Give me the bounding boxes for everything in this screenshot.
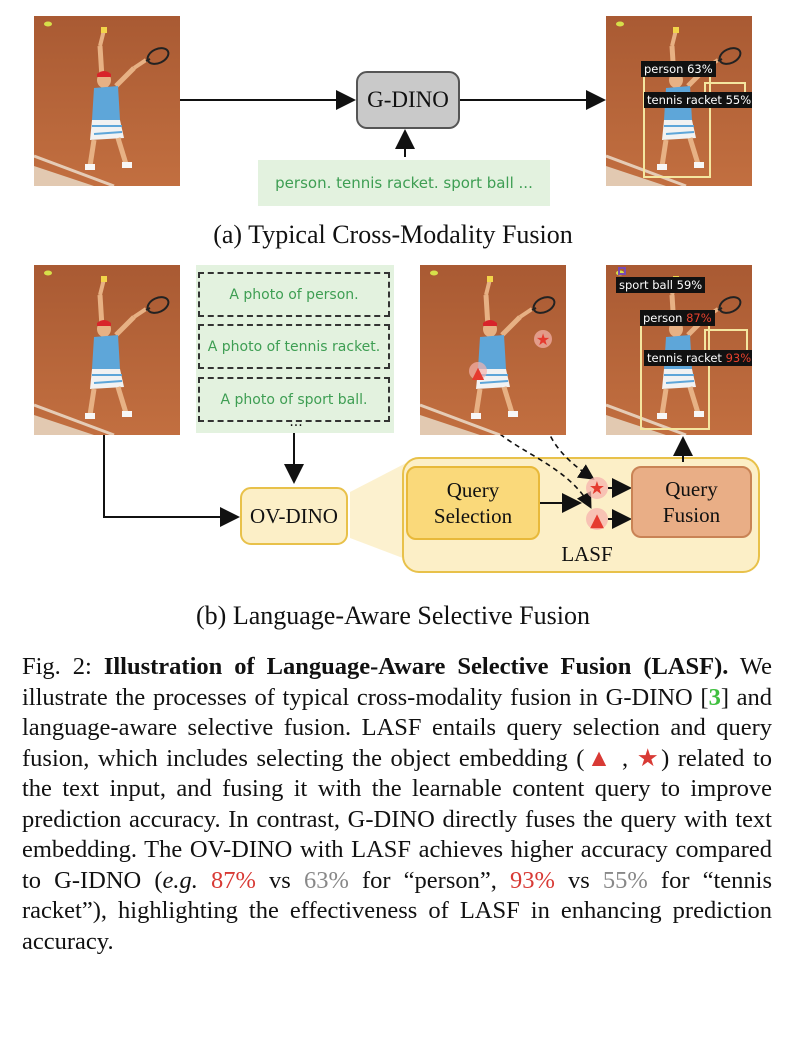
caption-prefix: Fig. 2: — [22, 653, 104, 680]
input-image-a — [34, 16, 180, 186]
query-selection-block: Query Selection — [406, 466, 540, 540]
caption-title: Illustration of Language-Aware Selective… — [103, 653, 729, 680]
prompt-sport-ball: A photo of sport ball. — [198, 377, 390, 422]
detection-label-person-b: person 87% — [640, 310, 715, 326]
caption-text-4: for “person”, — [348, 866, 510, 894]
lasf-zoom-shade — [350, 462, 408, 560]
value-87: 87% — [211, 866, 256, 894]
detection-box-ball-b — [618, 267, 626, 275]
subcaption-b: (b) Language-Aware Selective Fusion — [196, 601, 590, 630]
output-image-a: person 63% tennis racket 55% — [606, 16, 752, 186]
input-image-b — [34, 265, 180, 435]
caption-vs-2: vs — [554, 866, 603, 894]
detection-label-racket: tennis racket 55% — [644, 92, 752, 108]
arrow-image-to-ovdino — [103, 435, 240, 527]
detection-label-person: person 63% — [641, 61, 716, 77]
detection-label-sport-ball: sport ball 59% — [616, 277, 706, 293]
prompt-person: A photo of person. — [198, 272, 390, 317]
caption-vs-1: vs — [255, 866, 304, 894]
text-prompt-a: person. tennis racket. sport ball ... — [258, 160, 550, 206]
prompts-panel — [196, 265, 394, 433]
detection-box-person — [643, 64, 711, 178]
output-image-b: sport ball 59% person 87% tennis racket … — [606, 265, 752, 435]
caption-text-5: for “tennis racket”), highlighting the e… — [22, 866, 773, 955]
prompt-tennis-racket: A photo of tennis racket. — [198, 324, 390, 369]
caption-star-icon: ★ — [636, 744, 662, 772]
value-55: 55% — [602, 866, 648, 894]
value-63: 63% — [303, 866, 349, 894]
caption-text-2: ] and language-aware selective fusion. L… — [22, 683, 772, 772]
figure-caption: Fig. 2: Illustration of Language-Aware S… — [22, 652, 772, 957]
subcaption-a: (a) Typical Cross-Modality Fusion — [213, 220, 573, 249]
prompts-ellipsis: ... — [289, 414, 303, 430]
query-selection-image: ▲ ★ — [420, 265, 566, 435]
caption-text-1: We illustrate the processes of typical c… — [22, 653, 772, 711]
triangle-symbol: ▲ — [590, 510, 604, 531]
svg-text:★: ★ — [536, 330, 550, 349]
gdino-block: G-DINO — [356, 71, 460, 129]
detection-label-racket-b: tennis racket 93% — [644, 350, 752, 366]
value-93: 93% — [509, 866, 555, 894]
detection-box-person-b — [640, 315, 710, 430]
caption-text-3: ) related to the text input, and fusing … — [22, 744, 773, 894]
svg-text:▲: ▲ — [472, 363, 485, 382]
ovdino-block: OV-DINO — [240, 487, 348, 545]
lasf-label: LASF — [561, 542, 613, 566]
citation-link[interactable]: 3 — [708, 683, 721, 711]
caption-triangle-icon: ▲ — [584, 744, 614, 772]
figure: ★ ▲ person 63% tennis racket 55% G-DINO … — [0, 0, 760, 630]
caption-eg: e.g. — [162, 866, 198, 894]
caption-symbol-separator: , — [613, 744, 637, 772]
star-symbol: ★ — [589, 478, 605, 499]
query-fusion-block: Query Fusion — [631, 466, 752, 538]
